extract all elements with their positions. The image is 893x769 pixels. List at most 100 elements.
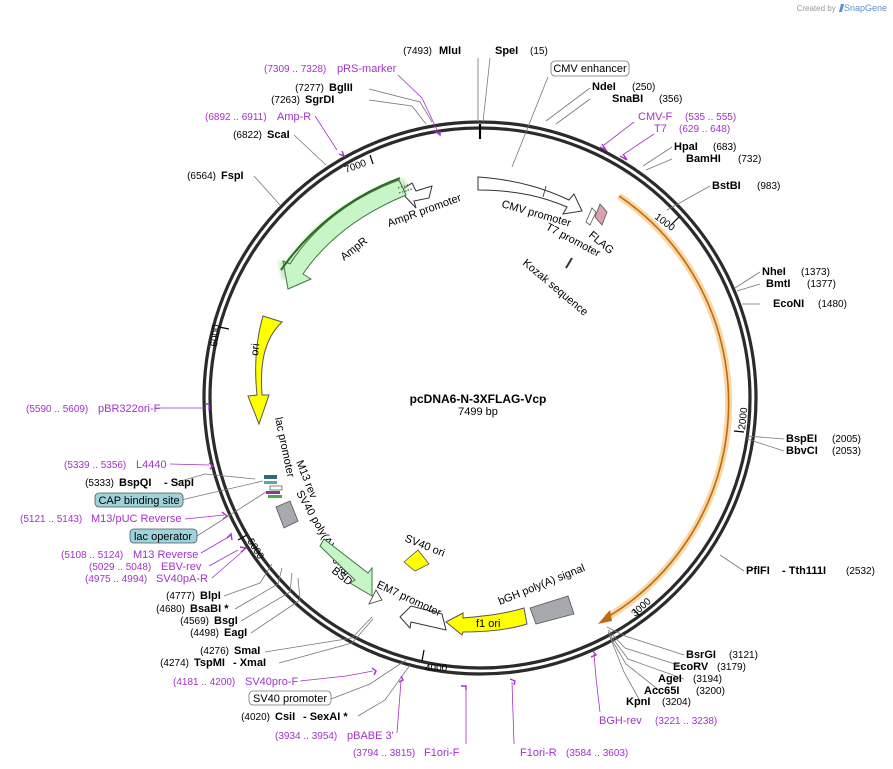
sv40-polya-box — [275, 500, 299, 529]
flag-tag — [594, 203, 608, 226]
tick-mark-2000 — [733, 430, 745, 433]
credit-prefix: Created by — [796, 4, 836, 13]
cmv-f-mark — [599, 143, 609, 152]
ampr-label: AmpR — [338, 235, 370, 263]
enzyme-spei: SpeI — [495, 45, 518, 57]
primer-m13-puc-reverse: M13/pUC Reverse — [91, 513, 181, 525]
enzyme-agei-pos: (3194) — [693, 674, 722, 685]
enzyme-bsgi: BsgI — [214, 615, 238, 627]
primer-pbabe3-pos: (3934 .. 3954) — [275, 731, 337, 742]
primer-l4440-pos: (5339 .. 5356) — [64, 460, 126, 471]
enzyme-ecorv: EcoRV — [673, 661, 709, 673]
f1ori-f-mark — [461, 685, 467, 690]
enzyme-ndei-pos: (250) — [632, 82, 655, 93]
bsd-small-arrow — [368, 589, 383, 605]
primer-marks — [205, 129, 628, 690]
enzyme-sgrdi: SgrDI — [305, 94, 334, 106]
primer-m13-reverse: M13 Reverse — [133, 549, 198, 561]
sv40-ori-box — [403, 549, 430, 572]
insert-arc — [605, 195, 730, 619]
enzyme-sapi: - SapI — [164, 477, 194, 489]
lac-operator-mark — [264, 475, 277, 479]
primer-m13-reverse-pos: (5108 .. 5124) — [61, 550, 123, 561]
m13-rev-mark — [266, 491, 280, 494]
lac-promoter-label: lac promoter — [272, 416, 297, 479]
primer-cmv-f: CMV-F — [638, 111, 673, 123]
cmv-promoter-arrow — [477, 176, 583, 215]
primer-sv40pro-f: SV40pro-F — [245, 676, 298, 688]
primer-m13-puc-reverse-pos: (5121 .. 5143) — [20, 514, 82, 525]
primer-pbr322ori-f: pBR322ori-F — [98, 403, 161, 415]
sv40pa-r-mark — [239, 546, 248, 553]
enzyme-tspmi-pos: (4274) — [160, 658, 189, 669]
primer-f1ori-f-pos: (3794 .. 3815) — [353, 748, 415, 759]
enzyme-spei-pos: (15) — [530, 46, 548, 57]
enzyme-bbvci: BbvCI — [786, 445, 818, 457]
scale-ticks — [218, 124, 745, 662]
flag-leader — [585, 207, 597, 226]
bgh-polya-box — [529, 595, 575, 625]
primer-f1ori-r: F1ori-R — [520, 747, 557, 759]
primer-sv40pro-f-pos: (4181 .. 4200) — [173, 677, 235, 688]
enzyme-bglii: BglII — [329, 82, 353, 94]
tick-label-2000: 2000 — [737, 407, 750, 431]
kozak-label: Kozak sequence — [520, 257, 590, 318]
primer-pbr322ori-f-pos: (5590 .. 5609) — [26, 404, 88, 415]
lac-promoter-mark — [269, 485, 283, 491]
enzyme-fspi-pos: (6564) — [187, 171, 216, 182]
ampr-arrow — [282, 179, 407, 290]
enzyme-bmti-pos: (1377) — [807, 279, 836, 290]
enzyme-leader-lines — [173, 57, 785, 717]
enzyme-bsrgi-pos: (3121) — [729, 650, 758, 661]
enzyme-blpi-pos: (4777) — [166, 591, 195, 602]
ampr-dotted — [397, 183, 412, 189]
enzyme-acc65i-pos: (3200) — [696, 686, 725, 697]
l4440-mark — [268, 495, 282, 498]
enzyme-tspmi: TspMI — [194, 657, 225, 669]
insert-arc-arrowhead — [598, 610, 612, 624]
credit-brand: SnapGene — [843, 3, 887, 13]
primer-amp-r-pos: (6892 .. 6911) — [205, 112, 267, 123]
enzyme-mlui-pos: (7493) — [403, 46, 432, 57]
tick-mark-3000 — [632, 608, 641, 617]
enzyme-smai-pos: (4276) — [200, 646, 229, 657]
primer-pbabe3: pBABE 3' — [347, 730, 394, 742]
enzyme-csii-pos: (4020) — [241, 712, 270, 723]
ampr-dotted-2 — [398, 188, 413, 194]
enzyme-bsabi: BsaBI * — [190, 603, 229, 615]
primer-l4440: L4440 — [136, 459, 167, 471]
enzyme-kpni: KpnI — [626, 696, 650, 708]
primer-cmv-f-pos: (535 .. 555) — [685, 112, 736, 123]
primer-bgh-rev: BGH-rev — [599, 715, 642, 727]
enzyme-snabi-pos: (356) — [659, 94, 682, 105]
primer-t7: T7 — [654, 123, 667, 135]
enzyme-eagi: EagI — [224, 627, 247, 639]
enzyme-fspi: FspI — [221, 170, 244, 182]
enzyme-ndei: NdeI — [592, 81, 616, 93]
enzyme-pflfi: PflFI — [746, 565, 770, 577]
enzyme-bglii-pos: (7277) — [295, 83, 324, 94]
bgh-polya-label: bGH poly(A) signal — [497, 562, 587, 608]
tick-mark-4000 — [421, 649, 425, 662]
lac-operator-label: lac operator — [134, 531, 192, 543]
enzyme-bspei: BspEI — [786, 433, 817, 445]
primer-sv40pa-r-pos: (4975 .. 4994) — [85, 574, 147, 585]
t7-mark — [619, 153, 628, 161]
f1ori-r-mark — [509, 678, 516, 686]
m13-puc-reverse-mark — [221, 511, 229, 520]
tick-label-4000: 4000 — [425, 663, 448, 674]
l4440-mark-2 — [208, 462, 215, 470]
enzyme-bmti: BmtI — [766, 278, 790, 290]
enzyme-econi-pos: (1480) — [818, 299, 847, 310]
primer-sv40pa-r: SV40pA-R — [156, 573, 208, 585]
enzyme-sgrdi-pos: (7263) — [271, 95, 300, 106]
bsd-arrow — [319, 538, 373, 597]
enzyme-pflfi-pos: (2532) — [846, 566, 875, 577]
enzyme-sexai: - SexAI * — [303, 711, 348, 723]
enzyme-bamhi-pos: (732) — [738, 154, 761, 165]
primer-leader-lines — [155, 74, 655, 745]
enzyme-acc65i: Acc65I — [644, 685, 679, 697]
prs-marker-mark — [433, 129, 441, 137]
bgh-rev-mark — [590, 650, 598, 658]
